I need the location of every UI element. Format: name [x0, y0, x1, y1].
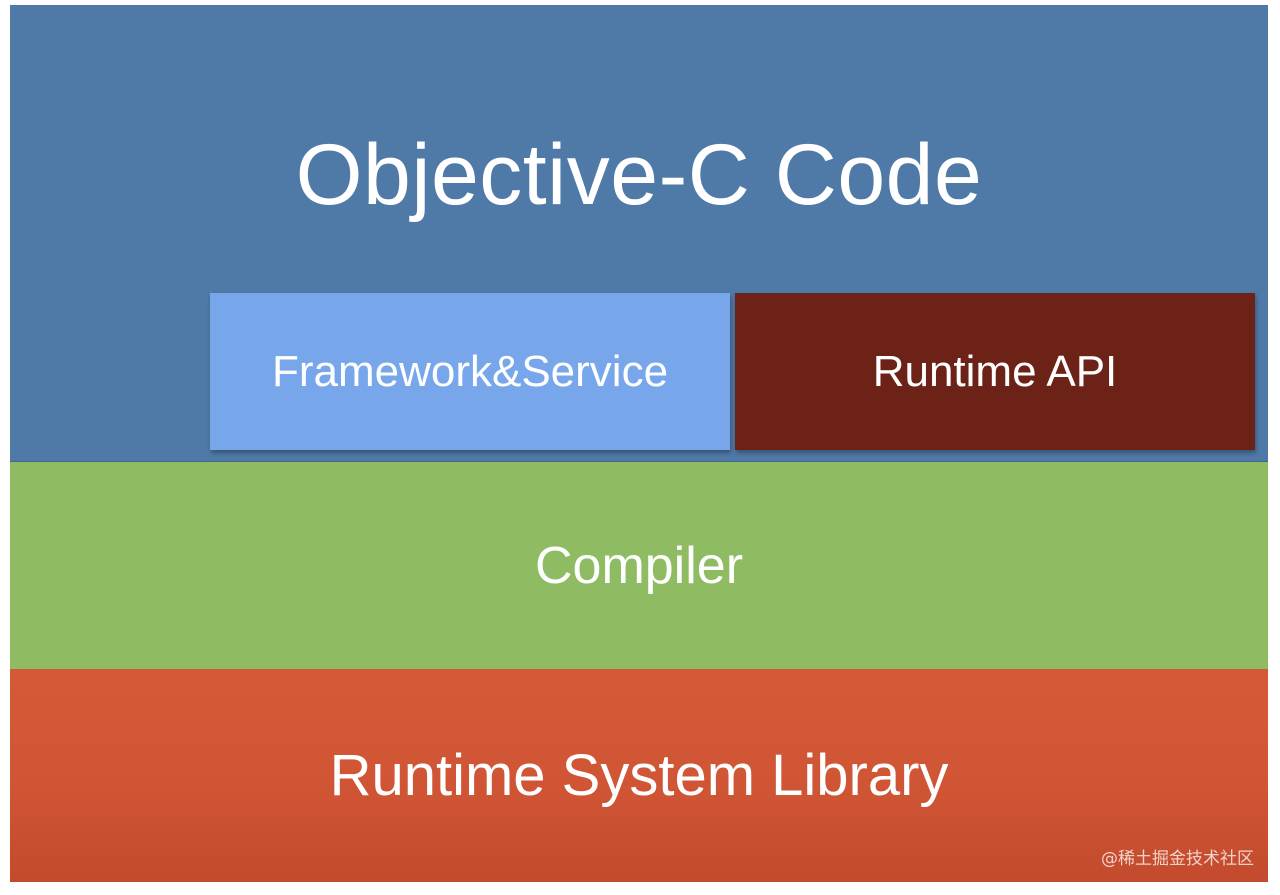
framework-service-block: Framework&Service: [210, 293, 730, 450]
runtime-system-library-label: Runtime System Library: [329, 743, 949, 808]
runtime-api-block: Runtime API: [735, 293, 1255, 450]
compiler-layer: Compiler: [10, 462, 1268, 669]
watermark-text: @稀土掘金技术社区: [1101, 849, 1254, 869]
framework-service-label: Framework&Service: [271, 346, 669, 396]
runtime-system-library-layer: Runtime System Library: [10, 669, 1268, 882]
runtime-api-label: Runtime API: [872, 346, 1118, 396]
compiler-label: Compiler: [534, 536, 744, 595]
objective-c-code-label: Objective-C Code: [295, 127, 983, 223]
